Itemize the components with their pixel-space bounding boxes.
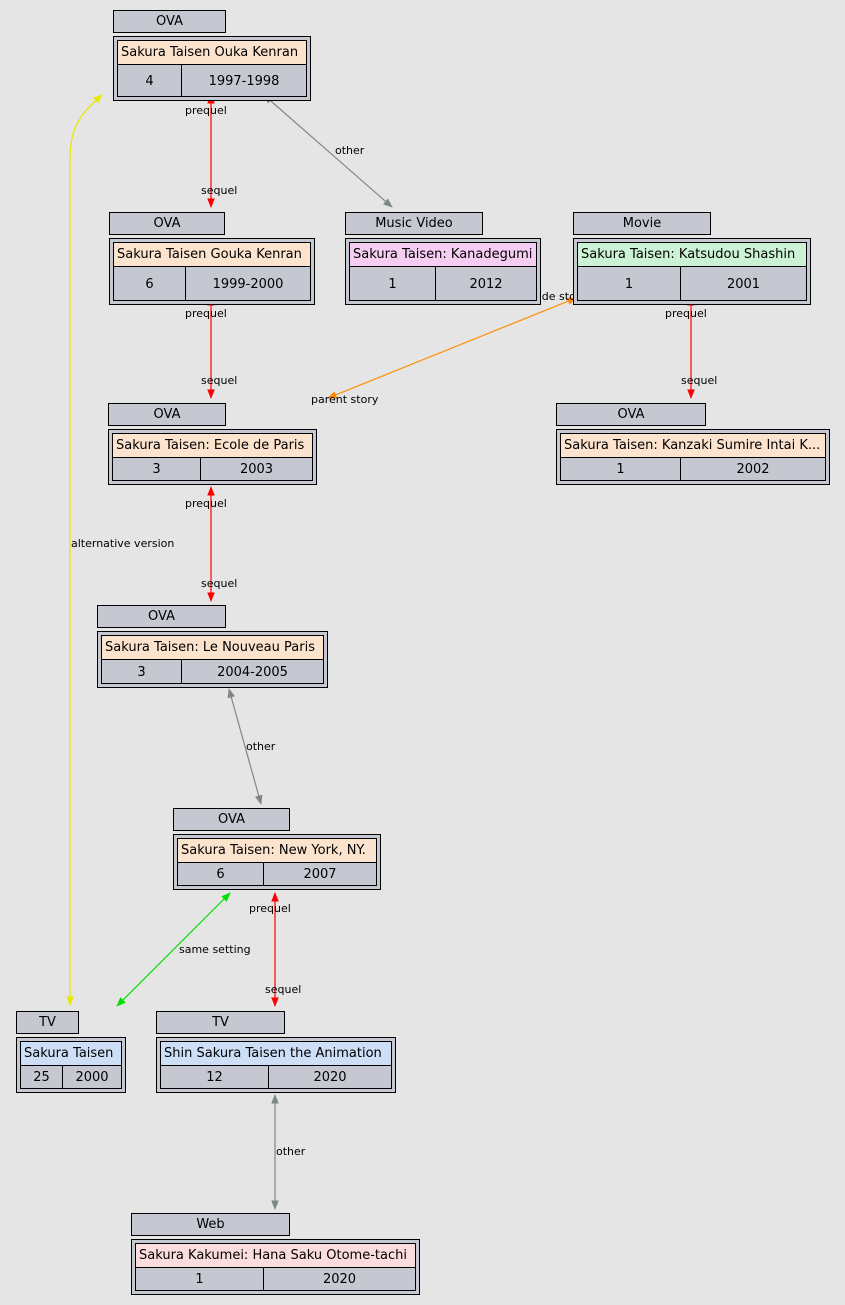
node-years: 2004-2005 (217, 665, 288, 680)
node-type-tab: Web (131, 1213, 290, 1236)
edge-from-label-newyork-shin: prequel (249, 902, 291, 915)
edge-from-label-ouka-gouka: prequel (185, 104, 227, 117)
node-type-tab: TV (16, 1011, 79, 1034)
node-title: Sakura Taisen: New York, NY. (178, 839, 376, 863)
node-kanzaki[interactable]: OVA Sakura Taisen: Kanzaki Sumire Intai K… (556, 403, 830, 485)
node-episodes: 6 (178, 863, 264, 885)
node-title: Sakura Taisen: Kanzaki Sumire Intai K... (561, 434, 825, 458)
node-title: Sakura Taisen Gouka Kenran (114, 243, 310, 267)
node-episodes: 3 (102, 660, 182, 683)
node-episodes: 25 (21, 1066, 63, 1088)
edge-label-ouka-kanadegumi: other (335, 144, 365, 157)
node-episodes: 1 (561, 458, 681, 480)
node-title: Sakura Taisen: Ecole de Paris (113, 434, 312, 458)
node-frame: Sakura Taisen: New York, NY.6 2007 (173, 834, 381, 890)
node-type-tab: OVA (108, 403, 226, 426)
node-title: Sakura Taisen: Katsudou Shashin (578, 243, 806, 267)
edge-from-label-katsudou-kanzaki: prequel (665, 307, 707, 320)
node-newyork[interactable]: OVA Sakura Taisen: New York, NY.6 2007 (173, 808, 381, 890)
node-years: 1999-2000 (212, 277, 284, 292)
node-type-tab: OVA (113, 10, 226, 33)
edge-label-newyork-tv: same setting (179, 943, 251, 956)
node-years: 2000 (75, 1070, 109, 1085)
node-type-tab: OVA (556, 403, 706, 426)
node-type-tab: TV (156, 1011, 285, 1034)
node-episodes: 1 (578, 267, 681, 300)
node-title: Sakura Taisen: Kanadegumi (350, 243, 536, 267)
edge-newyork-tv (116, 892, 231, 1007)
node-years: 2003 (239, 462, 274, 477)
node-years: 2002 (736, 462, 770, 477)
edge-label-ouka-tv: alternative version (71, 537, 174, 550)
node-years: 1997-1998 (208, 74, 280, 89)
node-type-tab: OVA (109, 212, 225, 235)
edge-katsudou-ecole (327, 297, 577, 399)
node-years: 2020 (313, 1070, 347, 1085)
edge-from-label-gouka-ecole: prequel (185, 307, 227, 320)
node-years: 2012 (469, 277, 503, 292)
node-title: Sakura Taisen (21, 1042, 121, 1066)
edge-to-label-katsudou-kanzaki: sequel (681, 374, 717, 387)
node-episodes: 3 (113, 458, 201, 480)
edge-to-label-ecole-nouveau: sequel (201, 577, 237, 590)
edge-to-label-gouka-ecole: sequel (201, 374, 237, 387)
edge-label-shin-kakumei: other (276, 1145, 306, 1158)
node-years: 2007 (303, 867, 337, 882)
edge-to-label-katsudou-ecole: parent story (311, 393, 379, 406)
node-frame: Sakura Taisen: Kanzaki Sumire Intai K...… (556, 429, 830, 485)
node-years: 2001 (726, 277, 761, 292)
edge-ouka-tv (66, 94, 103, 1006)
edge-to-label-newyork-shin: sequel (265, 983, 301, 996)
edge-from-label-ecole-nouveau: prequel (185, 497, 227, 510)
edge-label-nouveau-newyork: other (246, 740, 276, 753)
node-title: Shin Sakura Taisen the Animation (161, 1042, 391, 1066)
node-episodes: 6 (114, 267, 186, 300)
edge-nouveau-newyork (227, 688, 263, 805)
edge-ouka-kanadegumi (263, 94, 393, 208)
node-title: Sakura Kakumei: Hana Saku Otome-tachi (136, 1244, 415, 1268)
node-title: Sakura Taisen: Le Nouveau Paris (102, 636, 323, 660)
node-episodes: 1 (136, 1268, 264, 1290)
node-type-tab: OVA (97, 605, 226, 628)
node-type-tab: OVA (173, 808, 290, 831)
edge-to-label-ouka-gouka: sequel (201, 184, 237, 197)
node-episodes: 12 (161, 1066, 269, 1088)
node-episodes: 1 (350, 267, 436, 300)
node-episodes: 4 (118, 65, 182, 96)
node-type-tab: Music Video (345, 212, 483, 235)
node-title: Sakura Taisen Ouka Kenran (118, 41, 306, 65)
node-years: 2020 (322, 1272, 357, 1287)
node-type-tab: Movie (573, 212, 711, 235)
